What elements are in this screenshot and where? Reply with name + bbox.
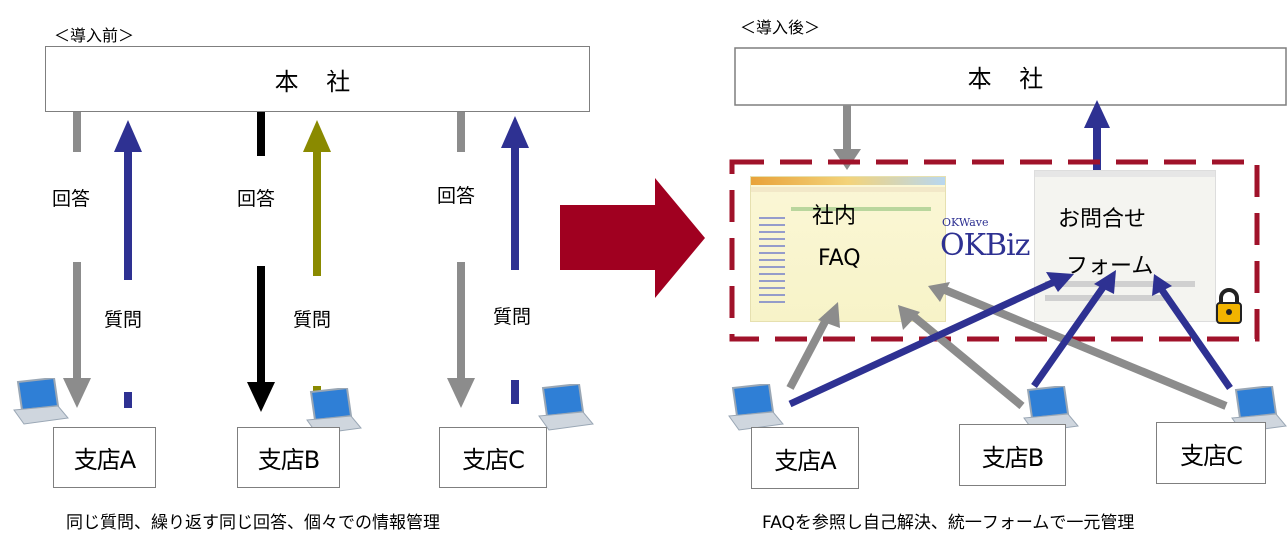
answer-arrow-a-shaft — [73, 262, 81, 380]
after-hq-rect — [734, 47, 1287, 106]
branch-label: 支店C — [462, 446, 525, 474]
form-label-1: お問合せ — [1058, 207, 1147, 232]
answer-arrow-b-top — [257, 112, 265, 156]
laptop-icon — [13, 378, 69, 425]
after-up-arrow-shaft — [1093, 126, 1101, 172]
navy-arrow-c-form — [1159, 288, 1233, 390]
question-arrow-c-bottom — [511, 380, 519, 404]
answer-arrow-c-head — [447, 378, 475, 408]
laptop-icon — [538, 384, 594, 431]
gray-arrow-c-faq-head — [928, 282, 950, 302]
branch-label: 支店C — [1180, 441, 1243, 470]
after-hq-label: 本 社 — [967, 65, 1054, 93]
after-header: ＜導入後＞ — [740, 18, 821, 37]
question-arrow-a-bottom — [124, 392, 132, 408]
gray-arrow-a-faq-head — [818, 302, 840, 328]
form-screen — [1034, 170, 1216, 322]
gray-arrow-a-faq — [786, 314, 832, 390]
branch-label: 支店A — [774, 446, 836, 475]
question-arrow-c-shaft — [511, 146, 519, 270]
answer-arrow-b-head — [247, 382, 275, 412]
answer-arrow-b-shaft — [257, 266, 265, 384]
transition-arrow — [560, 178, 705, 298]
before-branch-c: 支店C — [439, 427, 547, 488]
navy-arrow-c-form-head — [1152, 274, 1172, 296]
answer-arrow-c-top — [457, 112, 465, 152]
answer-arrow-a-head — [63, 378, 91, 408]
after-branch-b: 支店B — [959, 424, 1066, 486]
after-caption: FAQを参照し自己解決、統一フォームで一元管理 — [762, 513, 1135, 533]
gray-arrow-b-faq — [910, 312, 1025, 410]
system-boundary — [729, 159, 1260, 342]
navy-arrow-a-form — [788, 278, 1056, 408]
before-hq-label: 本 社 — [274, 67, 361, 96]
question-label-b: 質問 — [293, 309, 332, 331]
before-hq-box: 本 社 — [45, 46, 590, 112]
answer-label-b: 回答 — [237, 188, 276, 210]
faq-screen — [750, 176, 946, 322]
brand-small: OKWave — [942, 216, 989, 229]
after-down-arrow-shaft — [843, 105, 851, 151]
question-arrow-b-shaft — [313, 150, 321, 276]
faq-label-1: 社内 — [812, 204, 857, 229]
navy-arrow-b-form-head — [1094, 270, 1116, 294]
navy-arrow-b-form — [1031, 283, 1107, 389]
brand-large: OKBiz — [940, 228, 1030, 263]
answer-label-a: 回答 — [52, 188, 91, 210]
after-branch-a: 支店A — [751, 427, 859, 489]
question-arrow-a-head — [114, 120, 142, 152]
question-label-a: 質問 — [104, 309, 143, 331]
answer-arrow-a-top — [73, 112, 81, 152]
answer-label-c: 回答 — [437, 185, 476, 207]
after-up-arrow-head — [1084, 100, 1110, 128]
branch-label: 支店A — [73, 446, 136, 474]
question-arrow-c-head — [501, 116, 529, 148]
gray-arrow-b-faq-head — [898, 305, 920, 330]
branch-label: 支店B — [981, 443, 1044, 472]
before-header: ＜導入前＞ — [54, 26, 135, 45]
laptop-icon — [728, 384, 784, 431]
before-caption: 同じ質問、繰り返す同じ回答、個々での情報管理 — [66, 513, 440, 533]
answer-arrow-c-shaft — [457, 262, 465, 380]
after-branch-c: 支店C — [1156, 422, 1266, 484]
navy-arrow-a-form-head — [1046, 272, 1074, 292]
branch-label: 支店B — [257, 446, 320, 474]
question-arrow-b-head — [303, 120, 331, 152]
before-branch-a: 支店A — [53, 427, 156, 488]
before-branch-b: 支店B — [237, 427, 340, 488]
faq-label-2: FAQ — [818, 246, 861, 271]
lock-icon — [1216, 288, 1242, 324]
question-label-c: 質問 — [493, 306, 532, 328]
question-arrow-a-shaft — [124, 150, 132, 280]
